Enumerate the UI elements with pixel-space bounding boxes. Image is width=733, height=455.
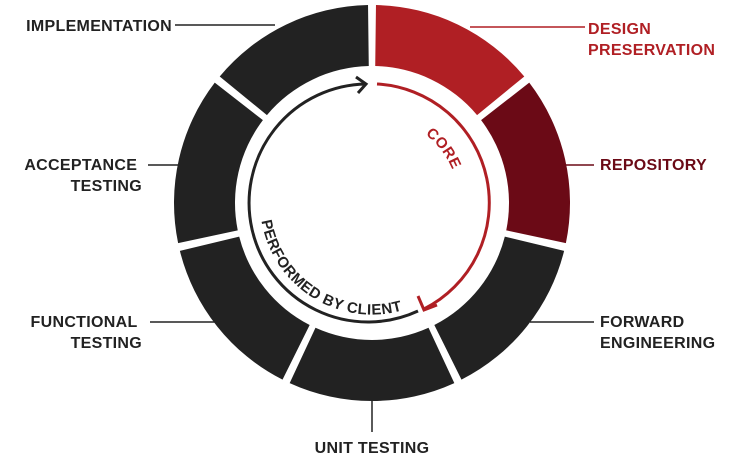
label-acceptance-testing: ACCEPTANCE TESTING xyxy=(24,157,142,195)
client-arrow-arc xyxy=(247,82,419,324)
core-label-text: CORE xyxy=(423,124,464,171)
client-arrowhead-icon xyxy=(355,75,369,94)
label-repository-line-1: REPOSITORY xyxy=(600,157,707,174)
label-forward-engineering: FORWARD ENGINEERING xyxy=(600,314,715,352)
core-arrowhead-icon xyxy=(416,295,438,312)
core-label: CORE xyxy=(423,124,465,171)
label-forward-engineering-line-2: ENGINEERING xyxy=(600,335,715,352)
leader-lines xyxy=(148,24,594,432)
cycle-ring xyxy=(174,5,570,401)
ring-segment-forward-engineering xyxy=(434,236,565,380)
performed-by-client-label: PERFORMED BY CLIENT xyxy=(257,218,403,319)
ring-segment-repository xyxy=(481,82,570,244)
label-design-preservation-line-1: DESIGN xyxy=(588,21,651,38)
ring-segment-implementation xyxy=(219,5,369,116)
label-implementation-line-1: IMPLEMENTATION xyxy=(26,18,172,35)
label-functional-testing: FUNCTIONAL TESTING xyxy=(31,314,142,352)
label-acceptance-testing-line-1: ACCEPTANCE xyxy=(24,157,137,174)
ring-segment-design-preservation xyxy=(375,5,525,116)
label-functional-testing-line-1: FUNCTIONAL xyxy=(31,314,138,331)
label-implementation: IMPLEMENTATION xyxy=(26,18,172,35)
ring-segment-unit-testing xyxy=(289,327,455,401)
label-design-preservation: DESIGN PRESERVATION xyxy=(588,21,715,59)
label-repository: REPOSITORY xyxy=(600,157,707,174)
label-functional-testing-line-2: TESTING xyxy=(71,335,142,352)
label-design-preservation-line-2: PRESERVATION xyxy=(588,42,715,59)
ring-segment-functional-testing xyxy=(179,236,310,380)
client-arrow xyxy=(247,75,419,324)
label-unit-testing-line-1: UNIT TESTING xyxy=(315,440,430,455)
label-forward-engineering-line-1: FORWARD xyxy=(600,314,684,331)
performed-by-client-label-text: PERFORMED BY CLIENT xyxy=(257,218,403,319)
core-arrow xyxy=(376,82,491,312)
label-unit-testing: UNIT TESTING xyxy=(315,440,430,455)
ring-segment-acceptance-testing xyxy=(174,82,263,244)
core-arrow-arc xyxy=(376,82,491,311)
label-acceptance-testing-line-2: TESTING xyxy=(71,178,142,195)
